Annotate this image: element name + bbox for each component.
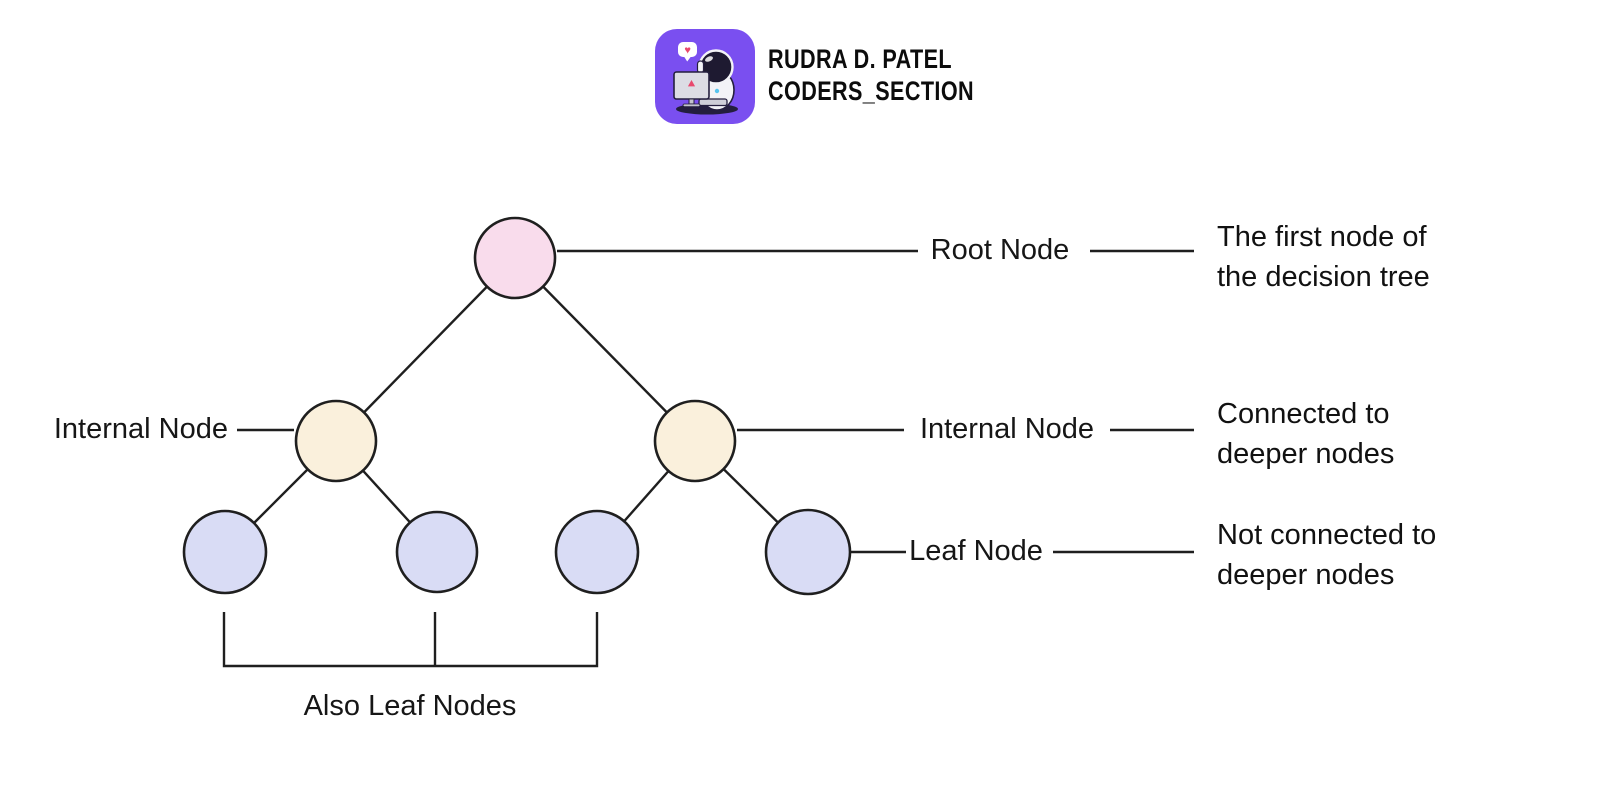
root-desc-line1: The first node of [1217,221,1427,253]
tree-edges [224,257,809,553]
monitor-base [682,103,701,107]
diagram-descriptions: The first node of the decision tree Conn… [1217,221,1436,591]
internal-node-right-label: Internal Node [920,413,1094,445]
suit-badge [714,88,720,94]
root-desc-line2: the decision tree [1217,261,1430,293]
header: ♥ RUDRA D. PATEL CODERS_SECTION [654,28,1026,125]
edge-root-internal-left [335,257,516,442]
leaf-desc-line2: deeper nodes [1217,559,1394,591]
internal-desc-line1: Connected to [1217,398,1390,430]
edge-root-internal-right [514,257,696,442]
rocket-icon [687,80,696,87]
leaf-node-2 [395,510,479,594]
brand-name: RUDRA D. PATEL CODERS_SECTION [768,28,1026,107]
internal-node-left-label: Internal Node [54,413,228,445]
speech-bubble-tail [684,56,691,62]
root-node-label: Root Node [931,234,1070,266]
leaf-node-3 [554,509,640,595]
brand-line-2: CODERS_SECTION [768,76,975,106]
speech-bubble [678,42,697,57]
heart-icon: ♥ [684,45,691,57]
internal-desc-line2: deeper nodes [1217,438,1394,470]
leaf-desc-line1: Not connected to [1217,519,1436,551]
leaf-node-1 [182,509,268,595]
coders-section-logo-icon: ♥ [655,29,755,124]
diagram-labels: Internal Node Root Node Internal Node Le… [54,234,1094,722]
root-node [473,216,557,300]
helmet-highlight [705,56,713,62]
leaf-node-4 [764,508,852,596]
internal-node-right [653,399,737,483]
also-leaf-nodes-bracket [222,612,599,668]
internal-node-left [294,399,378,483]
callout-lines [237,249,1194,554]
tree-nodes [182,216,852,596]
keyboard-icon [698,98,728,107]
brand-line-1: RUDRA D. PATEL [768,44,952,74]
also-leaf-nodes-label: Also Leaf Nodes [304,690,517,722]
leaf-node-label: Leaf Node [909,535,1043,567]
